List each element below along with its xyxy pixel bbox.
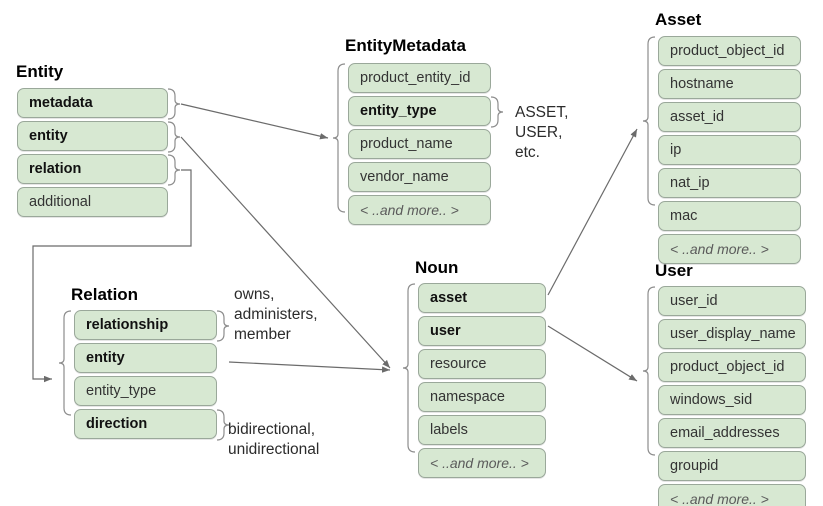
field-row-noun-3[interactable]: namespace [418,382,546,412]
brace-user-left [642,286,656,456]
field-row-noun-0[interactable]: asset [418,283,546,313]
field-row-noun-5[interactable]: < ..and more.. > [418,448,546,478]
group-title-entitymetadata: EntityMetadata [345,36,466,55]
wire-relationentity-to-noun [228,361,391,373]
group-title-noun: Noun [415,258,459,277]
field-row-entity-0[interactable]: metadata [17,88,168,118]
field-row-relation-2[interactable]: entity_type [74,376,217,406]
brace-relation-left [58,310,72,416]
group-title-user: User [655,261,693,280]
field-row-asset-5[interactable]: mac [658,201,801,231]
field-row-entitymetadata-3[interactable]: vendor_name [348,162,491,192]
brace-noun-left [402,283,416,453]
field-row-asset-6[interactable]: < ..and more.. > [658,234,801,264]
field-row-entitymetadata-4[interactable]: < ..and more.. > [348,195,491,225]
field-row-asset-1[interactable]: hostname [658,69,801,99]
group-title-entity: Entity [16,62,64,81]
field-row-user-3[interactable]: windows_sid [658,385,806,415]
note-entity-type-values: ASSET, USER, etc. [515,104,569,161]
field-row-relation-1[interactable]: entity [74,343,217,373]
field-row-entity-3[interactable]: additional [17,187,168,217]
field-row-noun-2[interactable]: resource [418,349,546,379]
field-row-asset-0[interactable]: product_object_id [658,36,801,66]
field-row-entitymetadata-2[interactable]: product_name [348,129,491,159]
field-row-entity-2[interactable]: relation [17,154,168,184]
field-row-user-0[interactable]: user_id [658,286,806,316]
note-direction-values: bidirectional, unidirectional [228,421,320,458]
field-row-asset-2[interactable]: asset_id [658,102,801,132]
brace-entity-entity [167,121,181,153]
brace-entity-relation [167,154,181,186]
group-title-asset: Asset [655,10,702,29]
brace-relation-relationship [216,310,230,342]
field-row-asset-3[interactable]: ip [658,135,801,165]
field-row-user-6[interactable]: < ..and more.. > [658,484,806,506]
field-row-entitymetadata-1[interactable]: entity_type [348,96,491,126]
field-row-relation-0[interactable]: relationship [74,310,217,340]
wire-metadata-to-entitymetadata [180,103,329,140]
field-row-asset-4[interactable]: nat_ip [658,168,801,198]
note-relationship-values: owns, administers, member [234,286,318,343]
field-row-user-1[interactable]: user_display_name [658,319,806,349]
brace-entitymetadata-left [332,63,346,213]
field-row-noun-4[interactable]: labels [418,415,546,445]
brace-entitymetadata-entity-type [490,96,504,128]
field-row-entitymetadata-0[interactable]: product_entity_id [348,63,491,93]
field-row-user-5[interactable]: groupid [658,451,806,481]
field-row-user-4[interactable]: email_addresses [658,418,806,448]
field-row-entity-1[interactable]: entity [17,121,168,151]
wire-noun-user-to-user [547,325,638,382]
group-title-relation: Relation [71,285,139,304]
brace-asset-left [642,36,656,206]
field-row-noun-1[interactable]: user [418,316,546,346]
field-row-relation-3[interactable]: direction [74,409,217,439]
field-row-user-2[interactable]: product_object_id [658,352,806,382]
brace-entity-metadata [167,88,181,120]
